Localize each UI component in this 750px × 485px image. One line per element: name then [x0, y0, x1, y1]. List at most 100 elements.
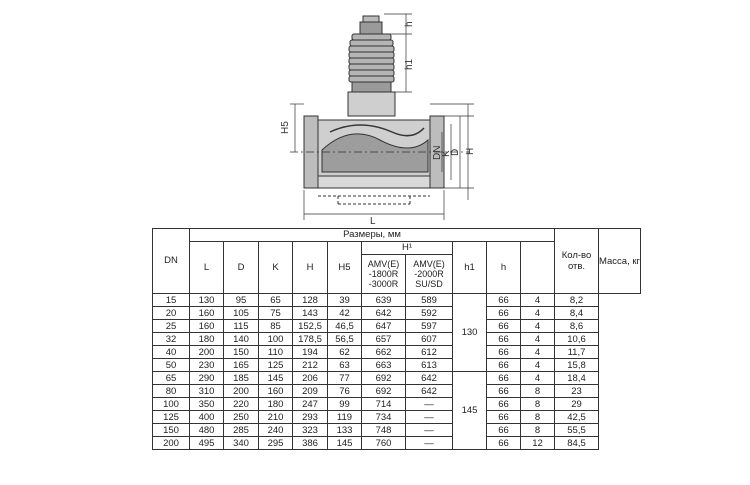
cell-m: 15,8 [554, 358, 599, 372]
cell-h: 66 [486, 436, 521, 450]
cell-h: 178,5 [292, 332, 328, 346]
cell-h5: 133 [327, 423, 362, 437]
cell-h1: 130 [452, 293, 487, 372]
cell-n: 8 [520, 397, 555, 411]
cell-h5: 42 [327, 306, 362, 320]
dimensions-table: DN Размеры, мм Кол-во отв. Масса, кг L D… [152, 228, 641, 450]
cell-m: 29 [554, 397, 599, 411]
cell-h: 386 [292, 436, 328, 450]
cell-hb: 642 [405, 384, 453, 398]
cell-h: 293 [292, 410, 328, 424]
yoke [347, 91, 396, 117]
cell-d: 115 [223, 319, 259, 333]
cell-n: 8 [520, 423, 555, 437]
cell-m: 23 [554, 384, 599, 398]
header-h1: h1 [452, 241, 487, 294]
cell-dn: 100 [152, 397, 190, 411]
valve-body-shadow [321, 133, 429, 173]
cell-hb: 612 [405, 345, 453, 359]
cell-h: 128 [292, 293, 328, 307]
cell-n: 4 [520, 319, 555, 333]
cell-k: 65 [258, 293, 293, 307]
header-group: Размеры, мм [189, 228, 555, 242]
header-amv-1800: AMV(E) -1800R -3000R [361, 254, 406, 294]
cell-h5: 99 [327, 397, 362, 411]
cell-ha: 692 [361, 371, 406, 385]
cell-ha: 639 [361, 293, 406, 307]
dim-d: D [450, 149, 461, 156]
cell-ha: 662 [361, 345, 406, 359]
cell-k: 100 [258, 332, 293, 346]
cell-h5: 119 [327, 410, 362, 424]
cell-k: 145 [258, 371, 293, 385]
cell-ha: 657 [361, 332, 406, 346]
cell-h: 212 [292, 358, 328, 372]
cell-k: 210 [258, 410, 293, 424]
cell-m: 18,4 [554, 371, 599, 385]
cell-d: 200 [223, 384, 259, 398]
cell-h5: 145 [327, 436, 362, 450]
cell-m: 8,2 [554, 293, 599, 307]
cell-l: 200 [189, 345, 224, 359]
cell-d: 220 [223, 397, 259, 411]
cell-n: 8 [520, 410, 555, 424]
cell-d: 165 [223, 358, 259, 372]
cell-m: 8,4 [554, 306, 599, 320]
cell-k: 110 [258, 345, 293, 359]
cell-h: 66 [486, 384, 521, 398]
cell-l: 180 [189, 332, 224, 346]
cell-d: 185 [223, 371, 259, 385]
cell-l: 350 [189, 397, 224, 411]
cell-k: 160 [258, 384, 293, 398]
cell-m: 55,5 [554, 423, 599, 437]
cell-n: 4 [520, 332, 555, 346]
cell-hb: 592 [405, 306, 453, 320]
cell-dn: 65 [152, 371, 190, 385]
cell-h5: 62 [327, 345, 362, 359]
header-dn: DN [152, 228, 190, 294]
cell-ha: 760 [361, 436, 406, 450]
header-h: h [486, 241, 521, 294]
cell-hb: — [405, 423, 453, 437]
cell-h: 66 [486, 358, 521, 372]
cell-n: 4 [520, 345, 555, 359]
cell-k: 180 [258, 397, 293, 411]
cell-h: 66 [486, 306, 521, 320]
cell-dn: 32 [152, 332, 190, 346]
cell-d: 285 [223, 423, 259, 437]
cell-dn: 80 [152, 384, 190, 398]
cell-ha: 748 [361, 423, 406, 437]
cell-n: 4 [520, 371, 555, 385]
header-h5: H5 [327, 241, 362, 294]
cell-n: 4 [520, 306, 555, 320]
cell-hb: — [405, 410, 453, 424]
cell-h5: 76 [327, 384, 362, 398]
cell-m: 10,6 [554, 332, 599, 346]
cell-l: 480 [189, 423, 224, 437]
cell-l: 160 [189, 319, 224, 333]
cell-hb: 642 [405, 371, 453, 385]
cell-h: 66 [486, 371, 521, 385]
cell-h: 143 [292, 306, 328, 320]
cell-h5: 46,5 [327, 319, 362, 333]
cell-h1: 145 [452, 371, 487, 450]
cell-l: 495 [189, 436, 224, 450]
cell-dn: 15 [152, 293, 190, 307]
cell-hb: — [405, 397, 453, 411]
cell-h: 66 [486, 423, 521, 437]
cell-ha: 692 [361, 384, 406, 398]
cell-h5: 39 [327, 293, 362, 307]
cell-ha: 734 [361, 410, 406, 424]
cell-d: 150 [223, 345, 259, 359]
cell-dn: 50 [152, 358, 190, 372]
cell-hb: 589 [405, 293, 453, 307]
bellows [348, 33, 395, 83]
